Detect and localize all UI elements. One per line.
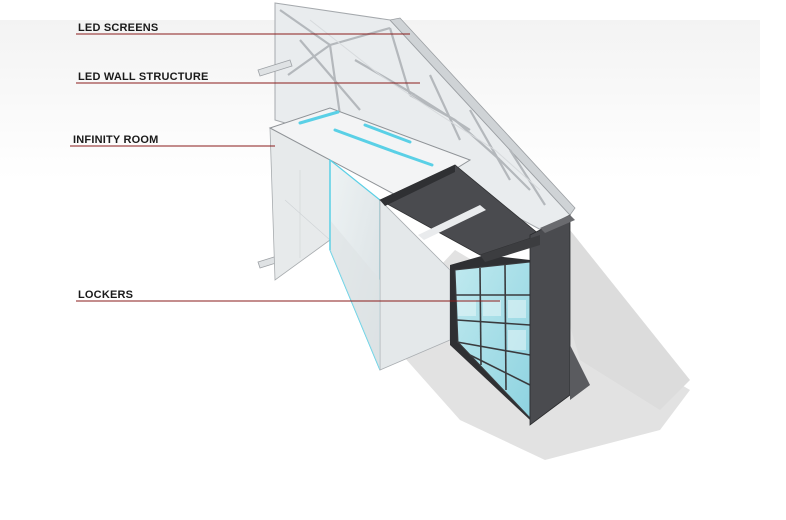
cast-shadow-right	[545, 230, 690, 410]
locker-lintel	[480, 235, 540, 262]
label-led-wall-structure: LED WALL STRUCTURE	[78, 71, 209, 83]
led-wall-truss	[279, 9, 546, 206]
dark-column-cap	[540, 215, 575, 233]
label-infinity-room: INFINITY ROOM	[73, 134, 159, 146]
led-wall-sub-truss	[309, 19, 541, 191]
infinity-room-ceiling	[268, 107, 472, 201]
ceiling-led-strips	[298, 110, 434, 167]
label-lockers: LOCKERS	[78, 289, 134, 301]
locker-dividers	[456, 264, 531, 391]
label-led-screens: LED SCREENS	[78, 22, 159, 34]
roof-slab-edge	[380, 165, 455, 206]
infinity-room-reflection	[330, 220, 380, 370]
column-foot	[570, 345, 590, 400]
roof-slab-seam	[418, 205, 486, 240]
locker-glows	[458, 300, 526, 350]
infinity-room-wall-grid	[284, 170, 331, 258]
